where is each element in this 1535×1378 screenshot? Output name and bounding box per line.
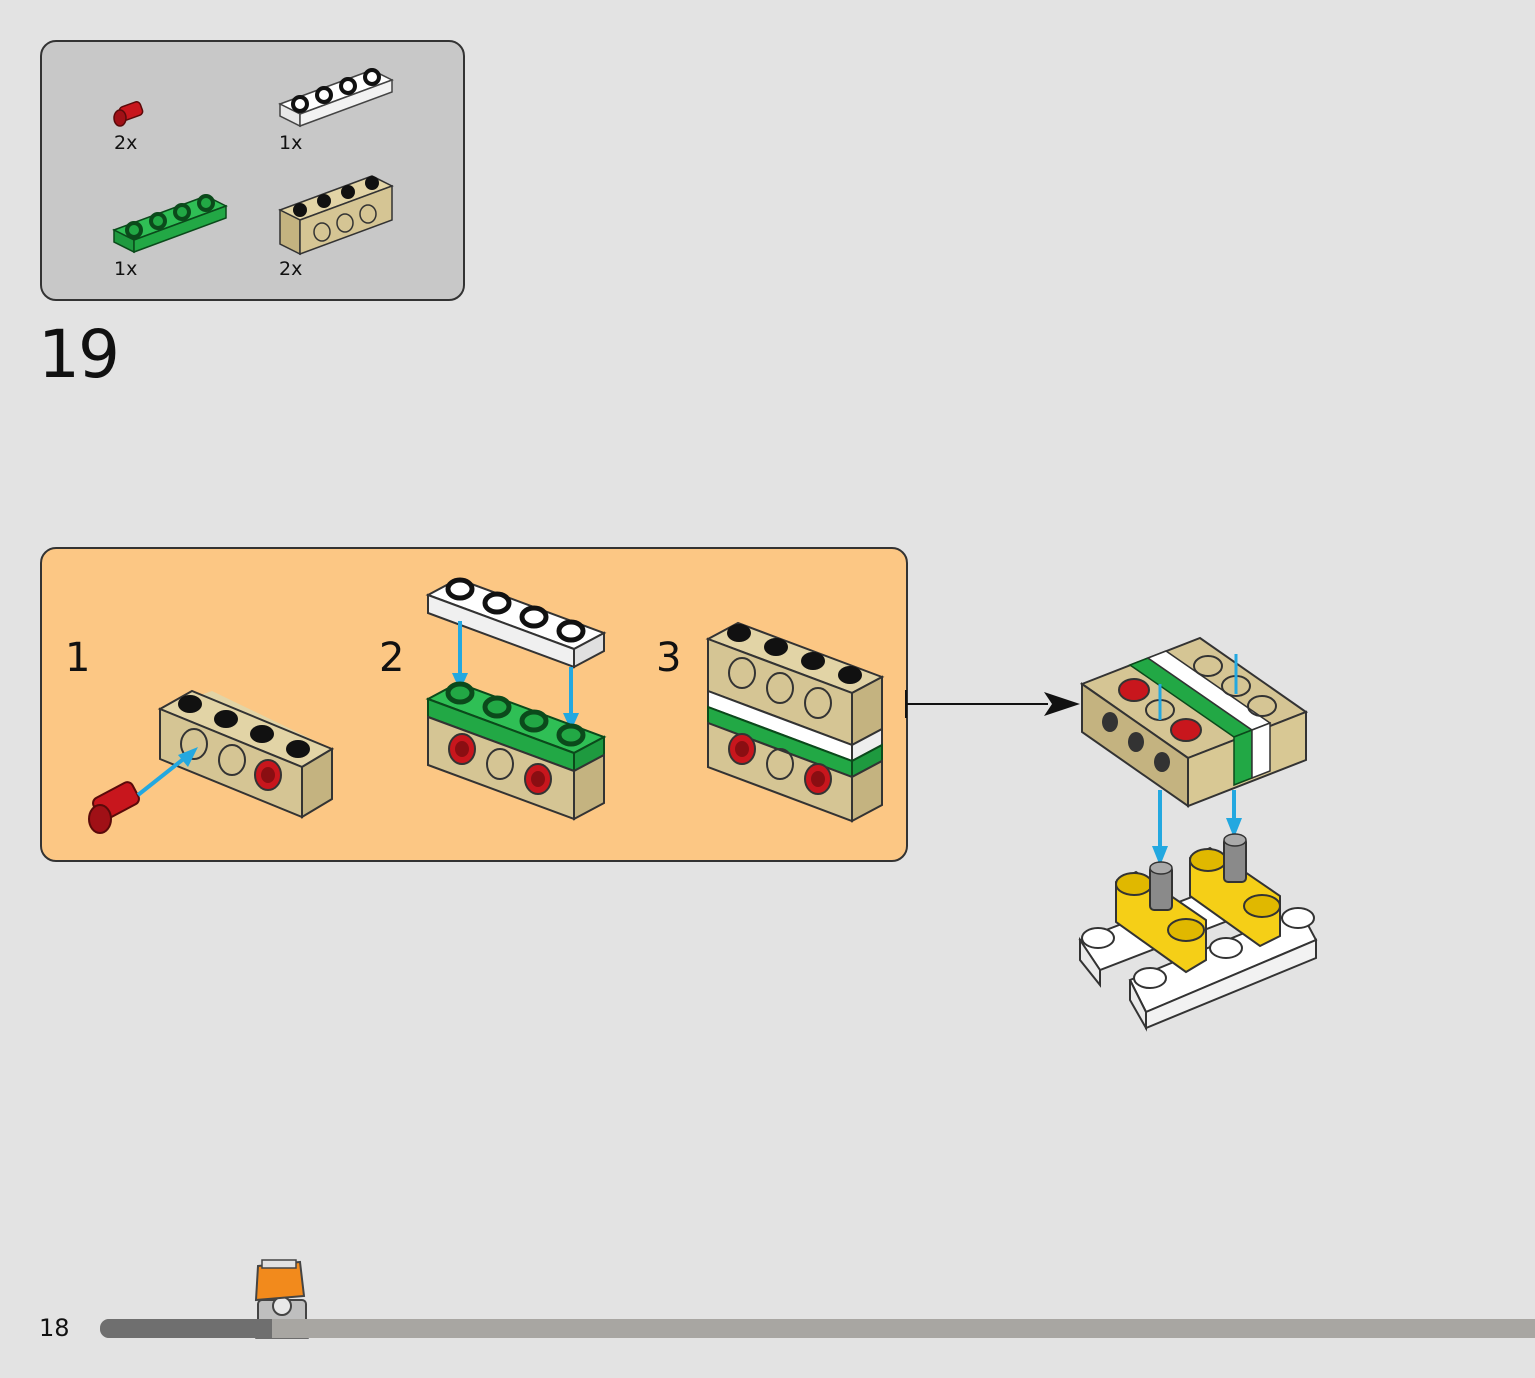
- green-plate-1x4-icon: [112, 194, 228, 254]
- page-number: 18: [39, 1314, 70, 1342]
- part-qty-green-plate: 1x: [114, 258, 138, 280]
- progress-bar: [100, 1319, 1535, 1338]
- substep-1-label: 1: [65, 635, 91, 681]
- substeps-illustrations: [88, 577, 885, 834]
- part-qty-white-plate: 1x: [279, 132, 303, 154]
- substep-2-green-on-tan: [425, 681, 607, 821]
- parts-list-box: 2x 1x 1x 2x: [40, 40, 465, 301]
- step-number: 19: [38, 316, 120, 393]
- substep-1-tan-brick: [157, 689, 335, 819]
- part-qty-red-pin: 2x: [114, 132, 138, 154]
- callout-arrow: [905, 690, 1080, 718]
- base-assembly: [1078, 833, 1318, 1032]
- substep-3-label: 3: [656, 635, 682, 681]
- substep-3-stack: [705, 621, 885, 823]
- subassembly-rotated: [1079, 636, 1309, 808]
- parts-list-illustrations: [112, 68, 394, 256]
- red-pin-icon: [113, 101, 144, 127]
- tan-technic-brick-1x4-icon: [278, 175, 394, 256]
- substep-1-arrow-blue: [136, 747, 198, 797]
- part-qty-tan-brick: 2x: [279, 258, 303, 280]
- substep-1-red-pin: [88, 781, 140, 834]
- progress-bar-fill: [100, 1319, 273, 1338]
- assembly-arrows-blue: [1152, 654, 1242, 866]
- substep-2-label: 2: [379, 635, 405, 681]
- substep-2-arrows-blue: [452, 621, 579, 731]
- substeps-box: 1 2 3: [40, 547, 908, 862]
- white-plate-1x4-icon: [278, 68, 394, 128]
- substep-2-white-plate: [425, 577, 607, 669]
